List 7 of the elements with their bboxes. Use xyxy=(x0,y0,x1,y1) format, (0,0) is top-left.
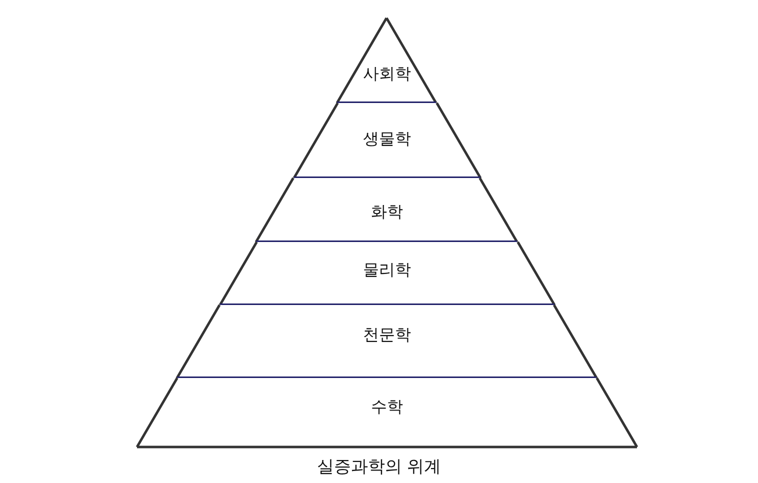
layer-label: 물리학 xyxy=(362,260,411,281)
caption: 실증과학의 위계 xyxy=(316,457,442,477)
layer-label: 천문학 xyxy=(362,325,411,346)
layer-label: 사회학 xyxy=(362,64,411,85)
layer-label: 생물학 xyxy=(362,129,411,150)
layer-label: 수학 xyxy=(371,397,403,418)
layer-label: 화학 xyxy=(370,202,403,223)
